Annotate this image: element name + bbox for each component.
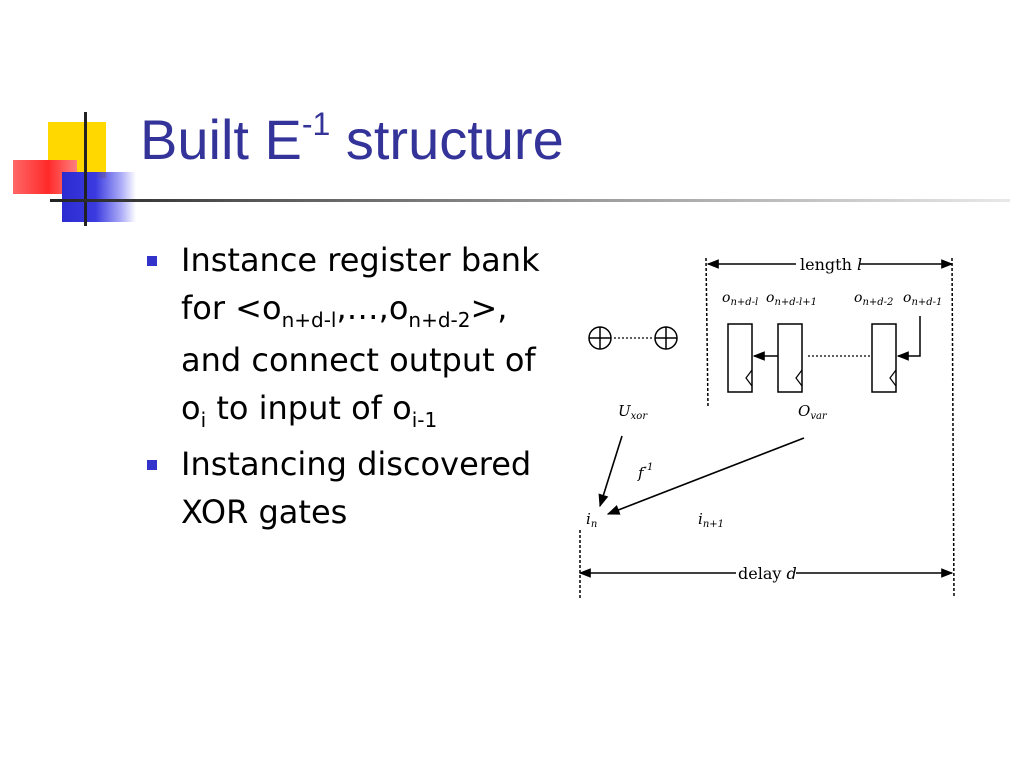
bullet-item: Instance register bank for <on+d-l,…,on+… [145,236,545,436]
bullet-text: ,…,o [336,289,409,327]
title-main: Built E [140,108,302,171]
reg-label-0: on+d-l [722,290,758,308]
uxor-arrow [598,435,623,508]
reg-label-2: on+d-2 [854,290,893,308]
ovar-label: Ovar [798,402,828,422]
bullet-text: >, and connect output of o [181,289,536,427]
i-n1-label: in+1 [698,510,724,530]
length-left-guide [705,257,709,409]
uxor-label: Uxor [618,402,648,422]
square-bullet-icon [147,256,157,266]
bullet-list: Instance register bank for <on+d-l,…,on+… [145,236,545,540]
clock-icon [745,369,753,387]
reg-label-1: on+d-l+1 [766,290,817,308]
bullet-subscript: i-1 [411,408,438,432]
title-rest: structure [330,108,564,171]
bullet-text: to input of o [206,389,412,427]
delay-label: delay d [738,564,797,583]
clock-icon [795,369,803,387]
register-box [777,323,803,393]
reg-label-3: on+d-1 [903,290,942,308]
right-guide [951,257,955,599]
bullet-subscript: n+d-l [281,308,337,332]
length-label: length l [800,255,862,274]
square-bullet-icon [147,460,157,470]
decor-blue-square [62,172,136,222]
clock-icon [889,369,897,387]
bullet-subscript: i [200,408,207,432]
bullet-text: Instance register bank for <o [181,241,540,327]
title-superscript: -1 [301,106,331,142]
f-inverse-label: f-1 [637,462,653,482]
register-diagram: length l on+d-l on+d-l+1 on+d-2 on+d-1 U… [578,255,955,599]
i-n-label: in [586,510,597,530]
ovar-arrow [606,437,805,515]
slide-title: Built E-1 structure [140,108,564,168]
bullet-subscript: n+d-2 [408,308,471,332]
title-underline [50,199,1010,202]
reg-input-arrow [896,316,921,361]
decor-vertical-line [84,112,87,226]
bullet-item: Instancing discovered XOR gates [145,440,545,536]
bullet-text: Instancing discovered XOR gates [181,445,532,531]
